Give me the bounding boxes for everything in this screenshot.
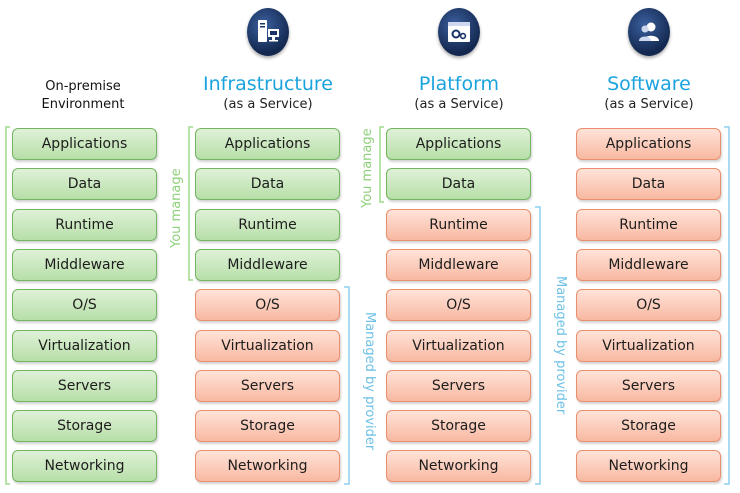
- layer-virtualization: Virtualization: [12, 329, 157, 362]
- layer-runtime: Runtime: [195, 208, 340, 241]
- iaas-you-manage-label: You manage: [169, 168, 184, 248]
- column-paas: Platform (as a Service) Applications Dat…: [384, 0, 534, 493]
- saas-title: Software: [607, 73, 691, 95]
- layer-applications: Applications: [576, 128, 721, 160]
- layer-storage: Storage: [576, 410, 721, 443]
- paas-you-manage-brace: [379, 126, 384, 203]
- layer-servers: Servers: [195, 369, 340, 402]
- layer-networking: Networking: [195, 450, 340, 483]
- layer-runtime: Runtime: [12, 208, 157, 241]
- column-onprem: On-premise Environment Applications Data…: [8, 0, 158, 493]
- window-gears-icon: [438, 8, 480, 56]
- layer-applications: Applications: [195, 128, 340, 160]
- onprem-you-manage-brace: [5, 126, 10, 485]
- column-saas: Software (as a Service) Applications Dat…: [574, 0, 724, 493]
- saas-provider-brace: [724, 126, 730, 485]
- layer-applications: Applications: [12, 128, 157, 160]
- iaas-provider-label: Managed by provider: [362, 312, 377, 451]
- layer-storage: Storage: [386, 410, 531, 443]
- layer-os: O/S: [12, 289, 157, 322]
- layer-middleware: Middleware: [576, 248, 721, 281]
- layer-networking: Networking: [576, 450, 721, 483]
- iaas-provider-brace: [344, 286, 350, 485]
- onprem-title-line1: On-premise: [45, 79, 121, 94]
- saas-subtitle: (as a Service): [604, 97, 694, 112]
- layer-networking: Networking: [12, 450, 157, 483]
- layer-middleware: Middleware: [195, 248, 340, 281]
- layer-middleware: Middleware: [12, 248, 157, 281]
- layer-servers: Servers: [576, 369, 721, 402]
- layer-servers: Servers: [12, 369, 157, 402]
- layer-networking: Networking: [386, 450, 531, 483]
- layer-os: O/S: [386, 289, 531, 322]
- layer-virtualization: Virtualization: [386, 329, 531, 362]
- layer-os: O/S: [195, 289, 340, 322]
- layer-storage: Storage: [195, 410, 340, 443]
- layer-runtime: Runtime: [576, 208, 721, 241]
- server-computer-icon: [247, 8, 289, 56]
- layer-data: Data: [195, 168, 340, 201]
- iaas-you-manage-brace: [188, 126, 193, 281]
- paas-title: Platform: [418, 73, 500, 95]
- paas-provider-label: Managed by provider: [553, 276, 568, 415]
- layer-data: Data: [386, 168, 531, 201]
- iaas-title: Infrastructure: [202, 73, 333, 95]
- layer-applications: Applications: [386, 128, 531, 160]
- column-iaas: Infrastructure (as a Service) Applicatio…: [193, 0, 343, 493]
- layer-storage: Storage: [12, 410, 157, 443]
- layer-servers: Servers: [386, 369, 531, 402]
- layer-data: Data: [576, 168, 721, 201]
- layer-runtime: Runtime: [386, 208, 531, 241]
- layer-middleware: Middleware: [386, 248, 531, 281]
- onprem-title-line2: Environment: [41, 97, 125, 112]
- users-icon: [628, 8, 670, 56]
- layer-virtualization: Virtualization: [576, 329, 721, 362]
- layer-data: Data: [12, 168, 157, 201]
- layer-virtualization: Virtualization: [195, 329, 340, 362]
- layer-os: O/S: [576, 289, 721, 322]
- paas-subtitle: (as a Service): [414, 97, 504, 112]
- paas-you-manage-label: You manage: [360, 128, 375, 208]
- paas-provider-brace: [535, 206, 541, 485]
- iaas-subtitle: (as a Service): [223, 97, 313, 112]
